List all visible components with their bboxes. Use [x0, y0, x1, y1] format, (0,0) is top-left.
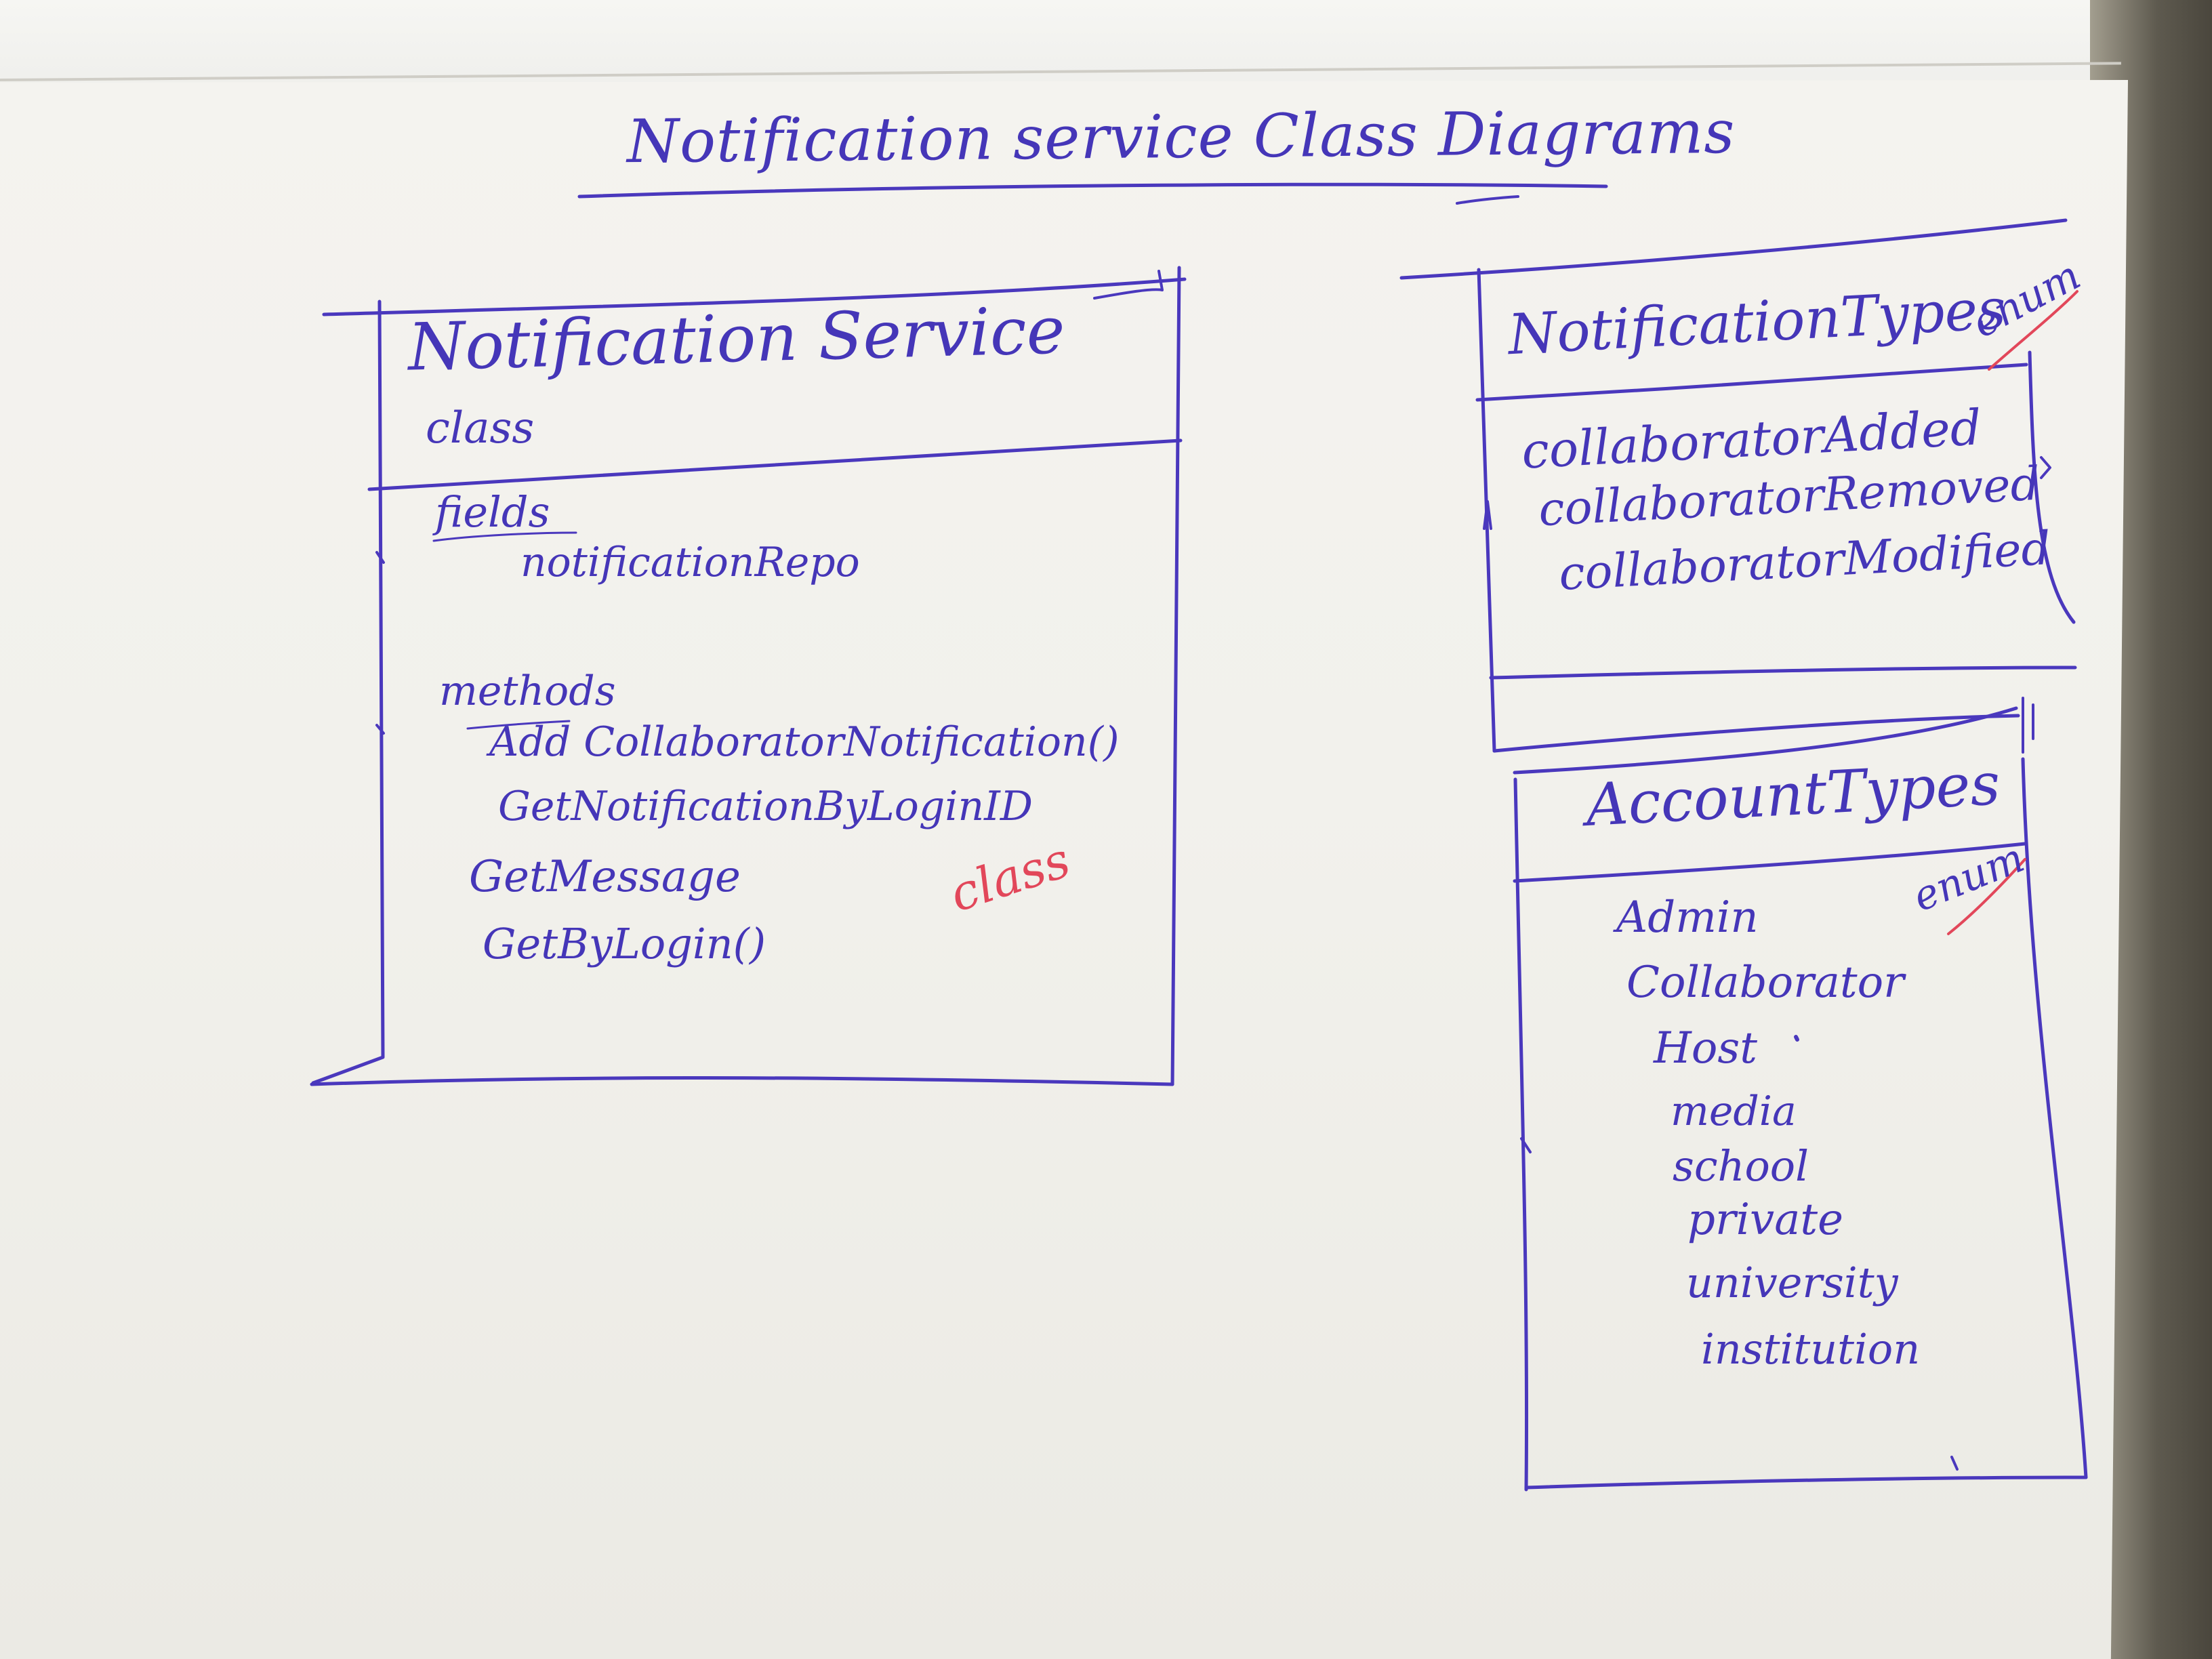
service-fields-header: fields — [435, 487, 550, 537]
title-underline — [577, 182, 1608, 199]
service-methods-underline — [466, 720, 571, 730]
ntypes-box-left — [1477, 268, 1496, 753]
atypes-enum-strike — [1947, 858, 2026, 935]
atypes-value: university — [1686, 1258, 1898, 1307]
atypes-value: institution — [1701, 1324, 1921, 1374]
service-box-divider — [367, 438, 1183, 491]
atypes-box-left — [1513, 777, 1529, 1492]
ntypes-box-bottom — [1489, 665, 2077, 680]
atypes-left-mark — [1520, 1137, 1532, 1153]
service-method-item: GetNotificationByLoginID — [498, 783, 1033, 830]
service-method-item: GetByLogin() — [483, 919, 766, 968]
service-box-top-tick — [1093, 270, 1164, 300]
paper-sheet — [0, 80, 2128, 1659]
atypes-value: private — [1687, 1195, 1843, 1245]
title-underline-tail — [1456, 195, 1519, 205]
atypes-value: Admin — [1616, 893, 1759, 943]
service-class-name: Notification Service — [407, 292, 1066, 386]
service-method-item: GetMessage — [469, 852, 741, 902]
ntypes-box-right — [2028, 350, 2076, 624]
atypes-value: Collaborator — [1626, 958, 1904, 1008]
atypes-dot — [1794, 1035, 1799, 1042]
atypes-value: Host — [1654, 1023, 1757, 1073]
service-box-top — [322, 277, 1187, 316]
ntypes-box-top — [1399, 218, 2068, 280]
service-left-mark-1 — [375, 551, 385, 564]
ntypes-enum-strike — [1988, 290, 2078, 371]
atypes-value: school — [1673, 1141, 1809, 1191]
atypes-bottom-tick — [1950, 1456, 1959, 1471]
ntypes-arrow — [1483, 500, 1492, 530]
atypes-box-bottom — [1524, 1475, 2088, 1490]
atypes-box-right — [2021, 757, 2088, 1479]
ntypes-right-mark — [2040, 456, 2051, 479]
service-methods-header: methods — [439, 668, 616, 715]
service-method-item: Add CollaboratorNotification() — [489, 718, 1120, 766]
ntypes-box-divider — [1475, 363, 2028, 402]
service-left-mark-2 — [375, 724, 385, 735]
service-box-bottom — [310, 1076, 1174, 1086]
service-box-right — [1170, 266, 1181, 1086]
atypes-box-top — [1513, 706, 2018, 775]
service-fields-underline — [432, 531, 577, 542]
service-field-item: notificationRepo — [520, 539, 860, 586]
service-box-left — [311, 300, 385, 1085]
table-surface — [0, 0, 2212, 88]
atypes-box-top-tick — [2022, 697, 2034, 754]
atypes-box-divider — [1513, 842, 2027, 883]
ntypes-box-bottom2 — [1492, 714, 2020, 753]
diagram-title: Notification service Class Diagrams — [626, 96, 1736, 177]
atypes-value: media — [1671, 1088, 1797, 1135]
service-class-kind: class — [426, 403, 535, 453]
